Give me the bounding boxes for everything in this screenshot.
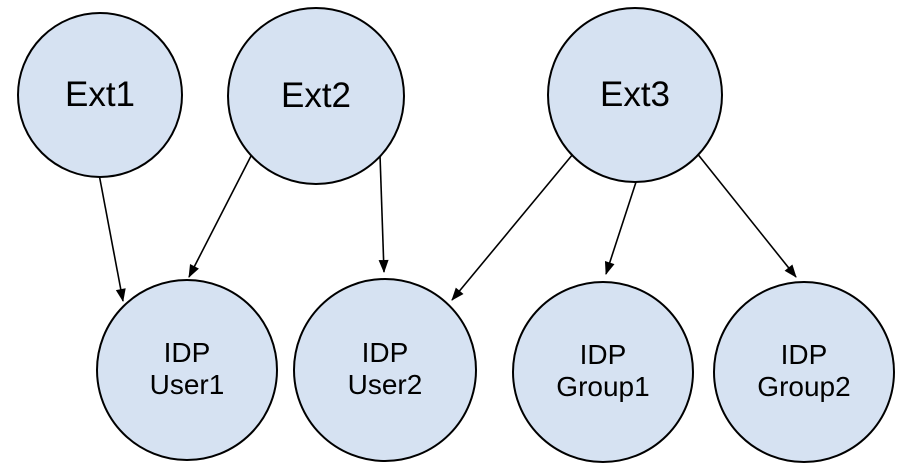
edge-layer	[98, 151, 797, 302]
node-idp-user1-label-line2: User1	[150, 369, 225, 400]
node-ext1-label: Ext1	[65, 75, 135, 114]
node-idp-user1-label-line1: IDP	[164, 337, 211, 368]
edge-ext3-to-idp-group2	[695, 151, 797, 278]
node-ext2: Ext2	[227, 7, 405, 185]
edge-ext1-to-idp-user1	[98, 173, 126, 302]
node-idp-user2-label-line2: User2	[348, 369, 423, 400]
node-idp-group2-label-line1: IDP	[781, 339, 828, 370]
node-idp-group1: IDP Group1	[512, 281, 694, 463]
node-ext2-label: Ext2	[281, 76, 351, 115]
node-idp-group1-label-line1: IDP	[580, 339, 627, 370]
edge-ext3-to-idp-group1	[604, 178, 638, 275]
node-idp-user1: IDP User1	[96, 279, 278, 461]
node-idp-group2-label-line2: Group2	[757, 371, 850, 402]
node-ext2-circle	[227, 7, 405, 185]
node-idp-user2-circle	[293, 278, 477, 462]
node-idp-user1-circle	[96, 279, 278, 461]
node-idp-group2-circle	[713, 281, 895, 463]
node-ext3-label: Ext3	[600, 75, 670, 114]
node-ext3: Ext3	[547, 7, 723, 183]
node-idp-group1-circle	[512, 281, 694, 463]
node-idp-user2-label-line1: IDP	[362, 337, 409, 368]
edge-ext2-to-idp-user2	[378, 154, 389, 273]
node-ext1-circle	[17, 12, 183, 178]
edge-ext3-to-idp-user2	[451, 153, 574, 301]
node-idp-group1-label-line2: Group1	[556, 371, 649, 402]
node-idp-group2: IDP Group2	[713, 281, 895, 463]
node-ext3-circle	[547, 7, 723, 183]
node-idp-user2: IDP User2	[293, 278, 477, 462]
node-ext1: Ext1	[17, 12, 183, 178]
edge-ext2-to-idp-user1	[188, 155, 252, 278]
